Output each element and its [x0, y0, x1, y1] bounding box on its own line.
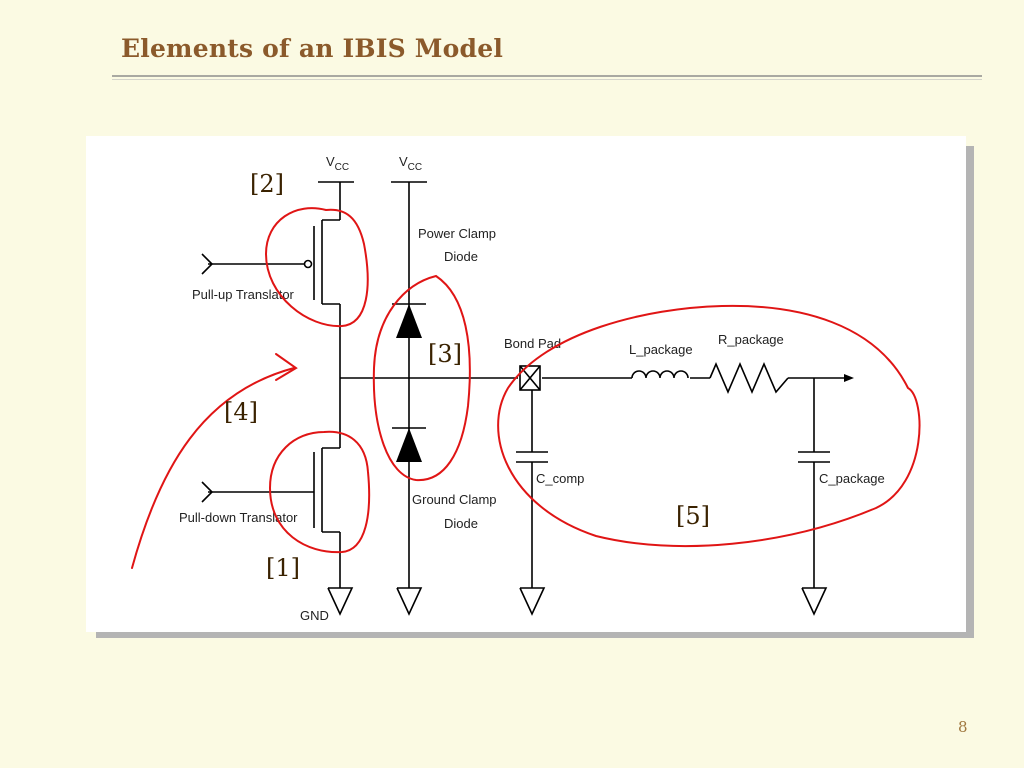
bond-pad-label: Bond Pad	[504, 336, 561, 351]
pulldown-translator-label: Pull-down Translator	[179, 510, 298, 525]
circle-pulldown	[268, 430, 371, 554]
vcc-label-left: VCC	[326, 154, 349, 173]
callout-4: [4]	[224, 398, 258, 426]
circle-package	[497, 304, 921, 548]
arrow-to-output	[131, 367, 295, 569]
title-rule	[112, 75, 982, 77]
red-annotations	[131, 207, 921, 569]
r-package-label: R_package	[718, 332, 784, 347]
slide-title: Elements of an IBIS Model	[121, 34, 504, 63]
power-clamp-label-line2: Diode	[444, 249, 478, 264]
l-package-label: L_package	[629, 342, 693, 357]
pullup-translator-label: Pull-up Translator	[192, 287, 295, 302]
ground-clamp-label-line1: Ground Clamp	[412, 492, 497, 507]
title-rule-thin	[112, 79, 982, 80]
circle-pullup	[264, 207, 369, 328]
callout-3: [3]	[428, 340, 462, 368]
vcc-label-right: VCC	[399, 154, 422, 173]
c-package-label: C_package	[819, 471, 885, 486]
power-clamp-label-line1: Power Clamp	[418, 226, 496, 241]
c-comp-label: C_comp	[536, 471, 584, 486]
arrow-head	[275, 353, 298, 381]
callout-2: [2]	[250, 170, 284, 198]
ground-clamp-label-line2: Diode	[444, 516, 478, 531]
circuit-filled-parts	[396, 304, 854, 462]
callout-5: [5]	[676, 502, 710, 530]
circuit-wiring	[201, 181, 844, 616]
callout-1: [1]	[266, 554, 300, 582]
page-number: 8	[958, 718, 968, 736]
ibis-circuit-diagram: VCC VCC Power Clamp Diode Pull-up Transl…	[86, 136, 974, 638]
circle-clamp-diodes	[372, 274, 471, 482]
gnd-label: GND	[300, 608, 329, 623]
